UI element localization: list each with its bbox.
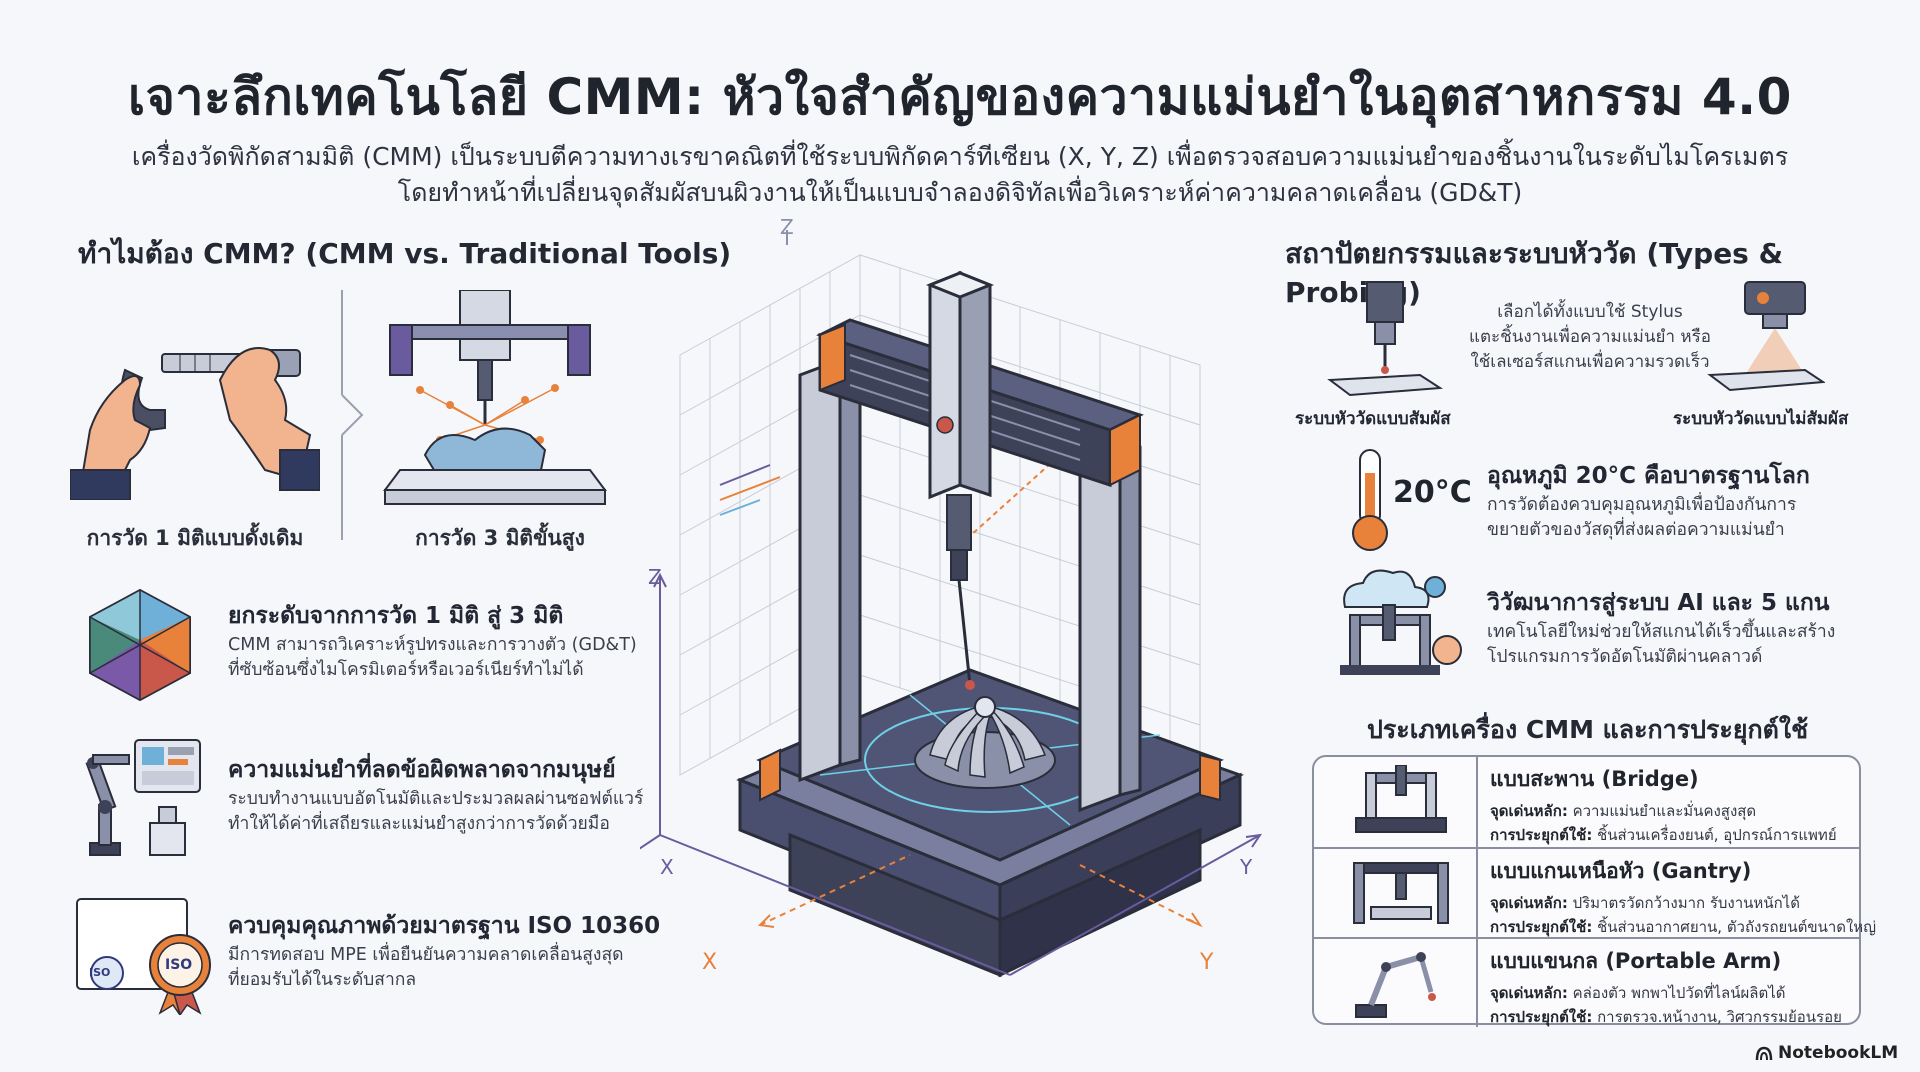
subtitle-line-2: โดยทำหน้าที่เปลี่ยนจุดสัมผัสบนผิวงานให้เ… <box>397 178 1523 207</box>
comparison-divider <box>338 290 368 540</box>
notebooklm-logo-icon <box>1755 1046 1773 1066</box>
probing-note-line3: ใช้เลเซอร์สแกนเพื่อความรวดเร็ว <box>1470 352 1710 372</box>
item-title-1d-to-3d: ยกระดับจากการวัด 1 มิติ สู่ 3 มิติ <box>228 603 564 629</box>
type-use-bridge: การประยุกต์ใช้: ชิ้นส่วนเครื่องยนต์, อุป… <box>1490 826 1837 844</box>
item-title-accuracy: ความแม่นยำที่ลดข้อผิดพลาดจากมนุษย์ <box>228 757 616 783</box>
bridge-cmm-icon <box>1336 764 1466 839</box>
ai-desc-line1: เทคโนโลยีใหม่ช่วยให้สแกนได้เร็วขึ้นและสร… <box>1487 622 1836 642</box>
type-strength-gantry: จุดเด่นหลัก: ปริมาตรวัดกว้างมาก รับงานหน… <box>1490 894 1800 912</box>
iso-badge-text: ISO <box>165 957 193 973</box>
probing-note-line2: แตะชิ้นงานเพื่อความแม่นยำ หรือ <box>1469 327 1711 347</box>
contact-probe-caption: ระบบหัววัดแบบสัมผัส <box>1295 409 1451 429</box>
type-name-gantry: แบบแกนเหนือหัว (Gantry) <box>1490 859 1752 883</box>
traditional-caption: การวัด 1 มิติแบบดั้งเดิม <box>86 526 304 550</box>
y-axis-label: Y <box>1240 855 1253 879</box>
types-heading: ประเภทเครื่อง CMM และการประยุกต์ใช้ <box>1367 715 1809 744</box>
temperature-value: 20°C <box>1393 475 1472 510</box>
temperature-title: อุณหภูมิ 20°C คือบาตรฐานโลก <box>1487 463 1810 489</box>
cmm-types-table: แบบสะพาน (Bridge) จุดเด่นหลัก: ความแม่นย… <box>1312 755 1876 1027</box>
type-name-bridge: แบบสะพาน (Bridge) <box>1490 767 1699 791</box>
type-row-bridge: แบบสะพาน (Bridge) จุดเด่นหลัก: ความแม่นย… <box>1314 757 1859 847</box>
noncontact-probe-caption: ระบบหัววัดแบบไม่สัมผัส <box>1673 409 1849 429</box>
ai-title: วิวัฒนาการสู่ระบบ AI และ 5 แกน <box>1487 590 1830 616</box>
left-section-heading: ทำไมต้อง CMM? (CMM vs. Traditional Tools… <box>78 237 732 270</box>
type-strength-bridge: จุดเด่นหลัก: ความแม่นยำและมั่นคงสูงสุด <box>1490 802 1757 820</box>
probing-note-line1: เลือกได้ทั้งแบบใช้ Stylus <box>1497 302 1683 322</box>
page-title: เจาะลึกเทคโนโลยี CMM: หัวใจสำคัญของความแ… <box>128 68 1792 126</box>
ai-desc-line2: โปรแกรมการวัดอัตโนมัติผ่านคลาวด์ <box>1487 647 1763 667</box>
cmm-3d-measuring-icon <box>380 289 610 510</box>
thermometer-icon <box>1345 448 1395 553</box>
type-row-gantry: แบบแกนเหนือหัว (Gantry) จุดเด่นหลัก: ปริ… <box>1314 847 1876 937</box>
subtitle-line-1: เครื่องวัดพิกัดสามมิติ (CMM) เป็นระบบตีค… <box>131 142 1789 171</box>
temperature-desc-line2: ขยายตัวของวัสดุที่ส่งผลต่อความแม่นยำ <box>1487 520 1785 540</box>
item-desc-accuracy-line1: ระบบทำงานแบบอัตโนมัติและประมวลผลผ่านซอฟต… <box>228 789 644 809</box>
item-desc-iso-line2: ที่ยอมรับได้ในระดับสากล <box>228 970 417 990</box>
y-axis-label-orange: Y <box>1200 950 1214 975</box>
laser-probe-icon <box>1705 280 1826 395</box>
item-desc-1d-to-3d-line1: CMM สามารถวิเคราะห์รูปทรงและการวางตัว (G… <box>228 635 637 655</box>
type-use-gantry: การประยุกต์ใช้: ชิ้นส่วนอากาศยาน, ตัวถัง… <box>1490 918 1876 936</box>
portable-arm-icon <box>1336 947 1466 1021</box>
gantry-cmm-icon <box>1336 857 1466 931</box>
iso-badge-small-text: ISO <box>89 966 111 979</box>
type-row-separator <box>1476 849 1478 937</box>
x-axis-label-orange: X <box>702 950 718 975</box>
cmm-machine-illustration: Z Z X Y X Y <box>629 215 1280 1005</box>
brand-label: NotebookLM <box>1778 1043 1899 1063</box>
ai-cloud-icon <box>1335 565 1470 680</box>
polyhedron-icon <box>80 585 200 705</box>
micrometer-hands-icon <box>69 310 321 501</box>
type-row-separator <box>1476 757 1478 847</box>
contact-probe-icon <box>1325 280 1445 400</box>
item-desc-accuracy-line2: ทำให้ได้ค่าที่เสถียรและแม่นยำสูงกว่าการว… <box>228 814 610 834</box>
type-name-portable-arm: แบบแขนกล (Portable Arm) <box>1490 949 1782 973</box>
z-axis-label-top: Z <box>780 215 794 239</box>
item-title-iso: ควบคุมคุณภาพด้วยมาตรฐาน ISO 10360 <box>228 913 661 939</box>
x-axis-label: X <box>660 855 674 879</box>
right-section-heading: สถาปัตยกรรมและระบบหัววัด (Types & Probin… <box>1285 237 1784 309</box>
item-desc-iso-line1: มีการทดสอบ MPE เพื่อยืนยันความคลาดเคลื่อ… <box>228 945 624 965</box>
item-desc-1d-to-3d-line2: ที่ซับซ้อนซึ่งไมโครมิเตอร์หรือเวอร์เนียร… <box>228 660 584 680</box>
type-row-portable-arm: แบบแขนกล (Portable Arm) จุดเด่นหลัก: คล่… <box>1314 937 1859 1027</box>
z-axis-label: Z <box>648 565 662 589</box>
iso-badge-icon: ISO ISO <box>75 895 215 1017</box>
type-use-portable-arm: การประยุกต์ใช้: การตรวจ.หน้างาน, วิศวกรร… <box>1490 1008 1842 1026</box>
temperature-desc-line1: การวัดต้องควบคุมอุณหภูมิเพื่อป้องกันการ <box>1487 495 1797 515</box>
advanced-caption: การวัด 3 มิติขั้นสูง <box>415 526 585 550</box>
type-row-separator <box>1476 939 1478 1027</box>
type-strength-portable-arm: จุดเด่นหลัก: คล่องตัว พกพาไปวัดที่ไลน์ผล… <box>1490 984 1786 1002</box>
robot-arm-icon <box>75 735 205 860</box>
